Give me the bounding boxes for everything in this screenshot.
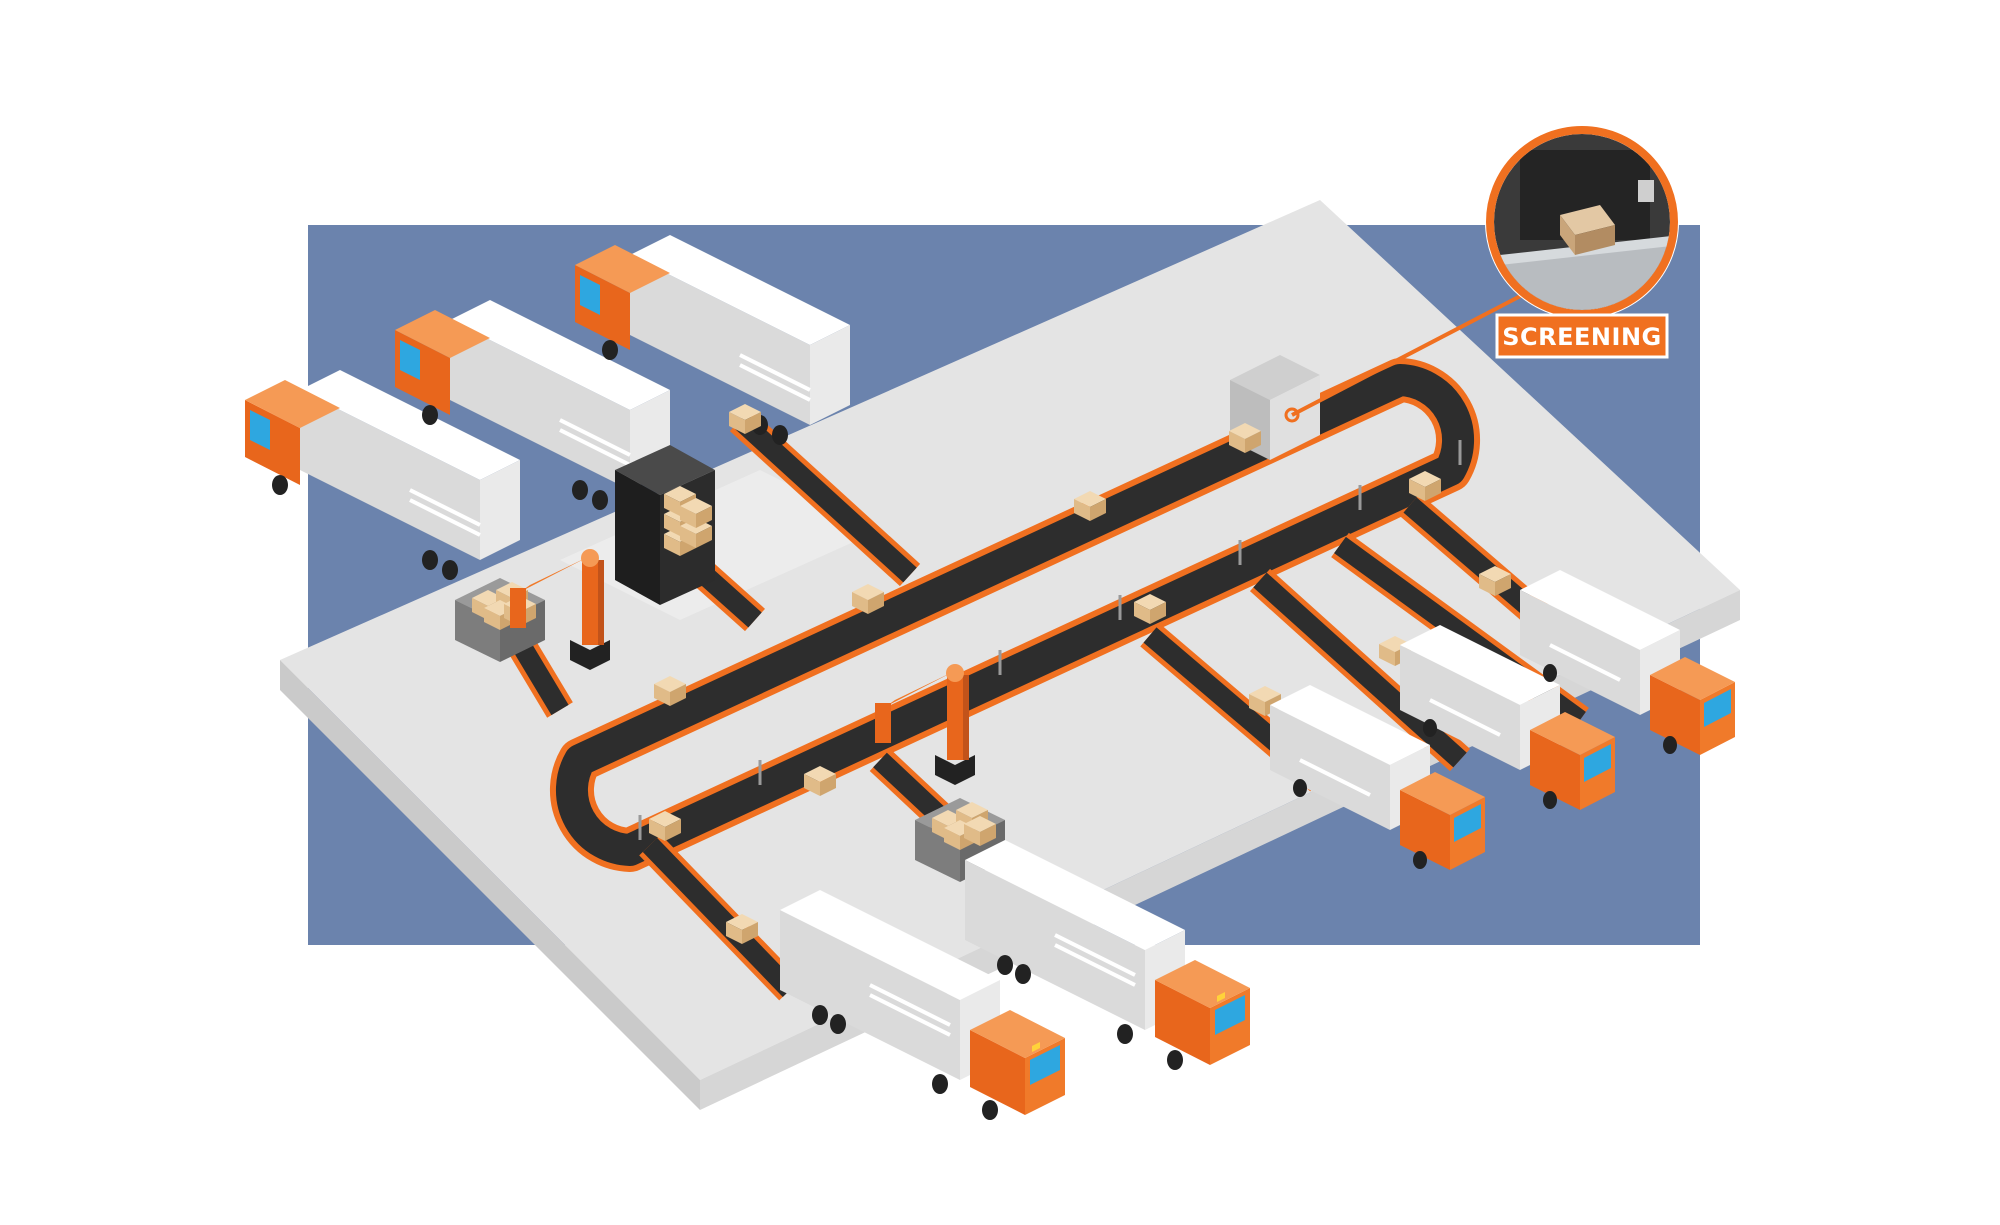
screening-label: SCREENING <box>1502 323 1661 351</box>
pallet-tower-icon <box>615 445 715 605</box>
screening-callout: SCREENING <box>1485 125 1679 359</box>
callout-line <box>1291 288 1533 417</box>
screening-label-box <box>1495 313 1669 359</box>
conveyor-loop <box>549 358 1481 872</box>
screening-unit-icon <box>1230 355 1320 460</box>
